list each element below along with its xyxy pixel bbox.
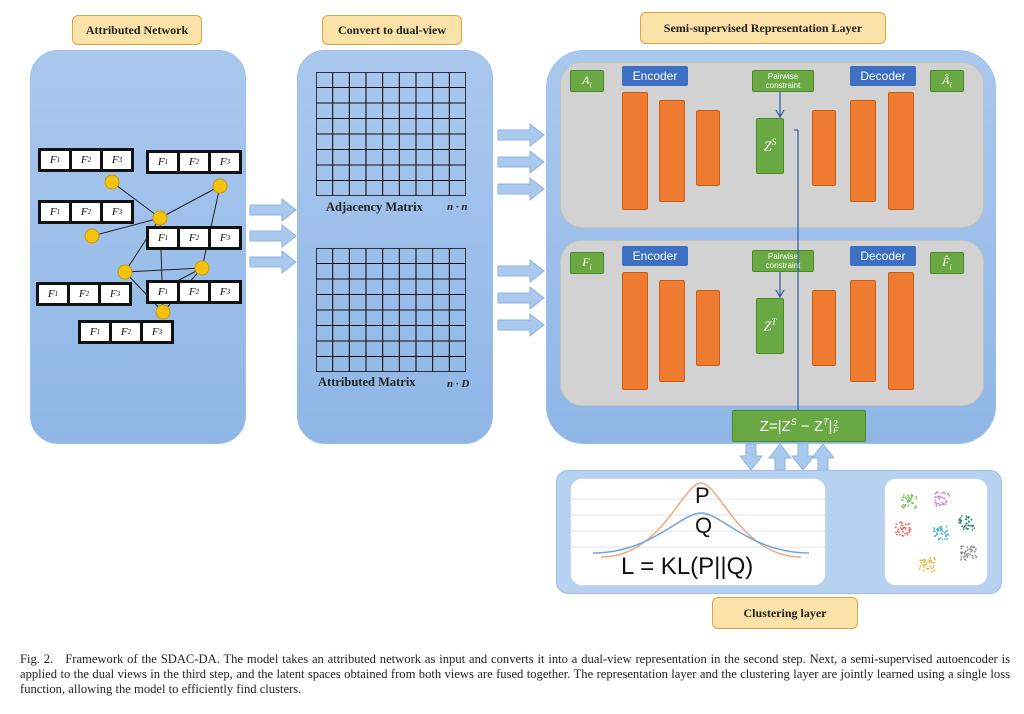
network-nodes (84, 174, 228, 320)
zt-label: ZT (763, 316, 777, 335)
node-6 (194, 260, 210, 276)
attribute-encoder-layer-3 (696, 290, 720, 366)
kl-distribution-curves (571, 482, 825, 558)
structure-encoder-layer-2 (659, 100, 685, 202)
kl-loss-box: P Q L = KL(P||Q) (570, 478, 826, 586)
structure-input-label: Ai (582, 72, 592, 90)
adjacency-matrix-dim: n · n (447, 201, 468, 213)
structure-pairwise-constraint: Pairwise constraint (752, 70, 814, 92)
attribute-encoder-layer-2 (659, 280, 685, 382)
structure-output-box: Âi (930, 70, 964, 92)
attribute-decoder-layer-1 (812, 290, 836, 366)
arrows-to-top-view (497, 122, 545, 202)
structure-encoder-label: Encoder (622, 66, 688, 86)
adjacency-matrix-grid (316, 72, 466, 196)
node-3 (152, 210, 168, 226)
structure-encoder-layer-3 (696, 110, 720, 186)
clustering-layer-label: Clustering layer (712, 597, 858, 629)
node-5 (117, 264, 133, 280)
caption-prefix: Fig. 2. (20, 652, 54, 666)
node-7 (155, 304, 171, 320)
attributed-matrix-label: Attributed Matrix (318, 375, 416, 389)
arrows-to-dual-view (249, 197, 297, 275)
attribute-encoder-label: Encoder (622, 246, 688, 266)
attributed-network-label: Attributed Network (72, 15, 202, 45)
adjacency-matrix-label: Adjacency Matrix (326, 200, 423, 214)
attribute-latent-zt: ZT (756, 298, 784, 354)
node-2 (212, 178, 228, 194)
q-curve (592, 512, 810, 554)
attribute-decoder-layer-2 (850, 280, 876, 382)
attribute-decoder-layer-3 (888, 272, 914, 390)
attribute-input-box: Fi (570, 252, 604, 274)
q-label: Q (695, 513, 713, 538)
structure-output-label: Âi (942, 72, 952, 90)
attribute-output-box: F̂i (930, 252, 964, 274)
cluster-scatter-box (884, 478, 988, 586)
dual-view-panel (297, 50, 493, 444)
attribute-decoder-label: Decoder (850, 246, 916, 266)
zs-label: ZS (763, 136, 777, 155)
p-label: P (695, 483, 710, 508)
attribute-input-label: Fi (582, 254, 592, 272)
structure-input-box: Ai (570, 70, 604, 92)
attributed-matrix-grid (316, 248, 466, 372)
cluster-scatter (894, 491, 978, 573)
structure-encoder-layer-1 (622, 92, 648, 210)
attribute-encoder-layer-1 (622, 272, 648, 390)
structure-latent-zs: ZS (756, 118, 784, 174)
structure-decoder-layer-3 (888, 92, 914, 210)
kl-loss-formula: L = KL(P||Q) (621, 553, 754, 580)
attribute-output-label: F̂i (942, 254, 952, 272)
figure-caption: Fig. 2.Framework of the SDAC-DA. The mod… (20, 652, 1010, 697)
arrows-to-bottom-view (497, 258, 545, 338)
caption-text: Framework of the SDAC-DA. The model take… (20, 652, 1010, 696)
node-4 (84, 228, 100, 244)
fusion-clustering-arrows (738, 443, 834, 471)
semi-supervised-layer-label: Semi-supervised Representation Layer (640, 12, 886, 44)
latent-connectors (775, 92, 799, 422)
structure-decoder-label: Decoder (850, 66, 916, 86)
attributed-matrix-dim: n · D (447, 378, 470, 390)
node-1 (104, 174, 120, 190)
structure-decoder-layer-1 (812, 110, 836, 186)
convert-dual-view-label: Convert to dual-view (322, 15, 462, 45)
structure-decoder-layer-2 (850, 100, 876, 202)
